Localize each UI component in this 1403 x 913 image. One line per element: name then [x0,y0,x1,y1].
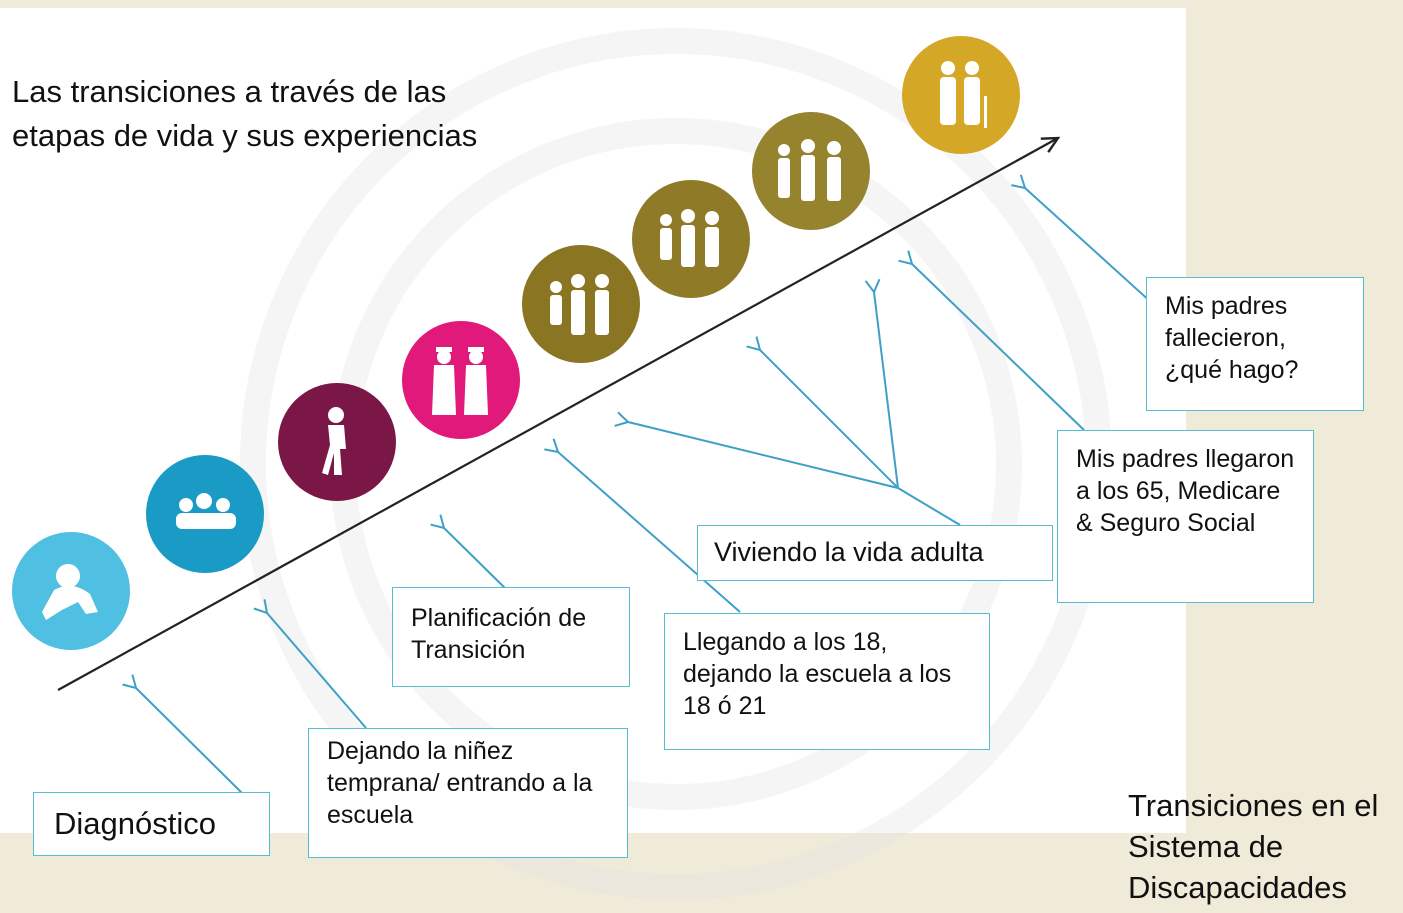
stage-1-children-icon [146,455,264,573]
arrow-viviendo-2 [746,336,899,489]
label-planificacion: Planificación de Transición [392,587,630,687]
arrow-viviendo-3 [864,278,899,489]
timeline-axis [57,138,1058,691]
label-llegando: Llegando a los 18, dejando la escuela a … [664,613,990,750]
pointer-arrows [122,174,1164,795]
stage-7-elderly-icon [902,36,1020,154]
stage-3-graduates-icon [402,321,520,439]
connector-viviendo [897,487,961,526]
arrow-ninez [253,599,367,729]
label-diagnostico: Diagnóstico [33,792,270,856]
diagram-subtitle: Transiciones en el Sistema de Discapacid… [1128,788,1379,905]
arrow-fallecieron [1011,174,1164,314]
arrow-viviendo-1 [614,411,899,489]
stage-0-baby-icon [12,532,130,650]
label-fallecieron: Mis padres fallecieron, ¿qué hago? [1146,277,1364,411]
arrow-diagnostico [122,674,244,795]
diagram-title: Las transiciones a través de las etapas … [12,74,478,153]
label-viviendo: Viviendo la vida adulta [697,525,1053,581]
stage-5-adults-icon [632,180,750,298]
arrow-llegando [544,438,741,613]
arrow-planificacion [430,514,509,592]
stage-6-parents-icon [752,112,870,230]
label-ninez: Dejando la niñez temprana/ entrando a la… [308,728,628,858]
label-medicare: Mis padres llegaron a los 65, Medicare &… [1057,430,1314,603]
arrow-medicare [898,250,1085,431]
stage-4-young-adults-icon [522,245,640,363]
stage-2-teen-icon [278,383,396,501]
